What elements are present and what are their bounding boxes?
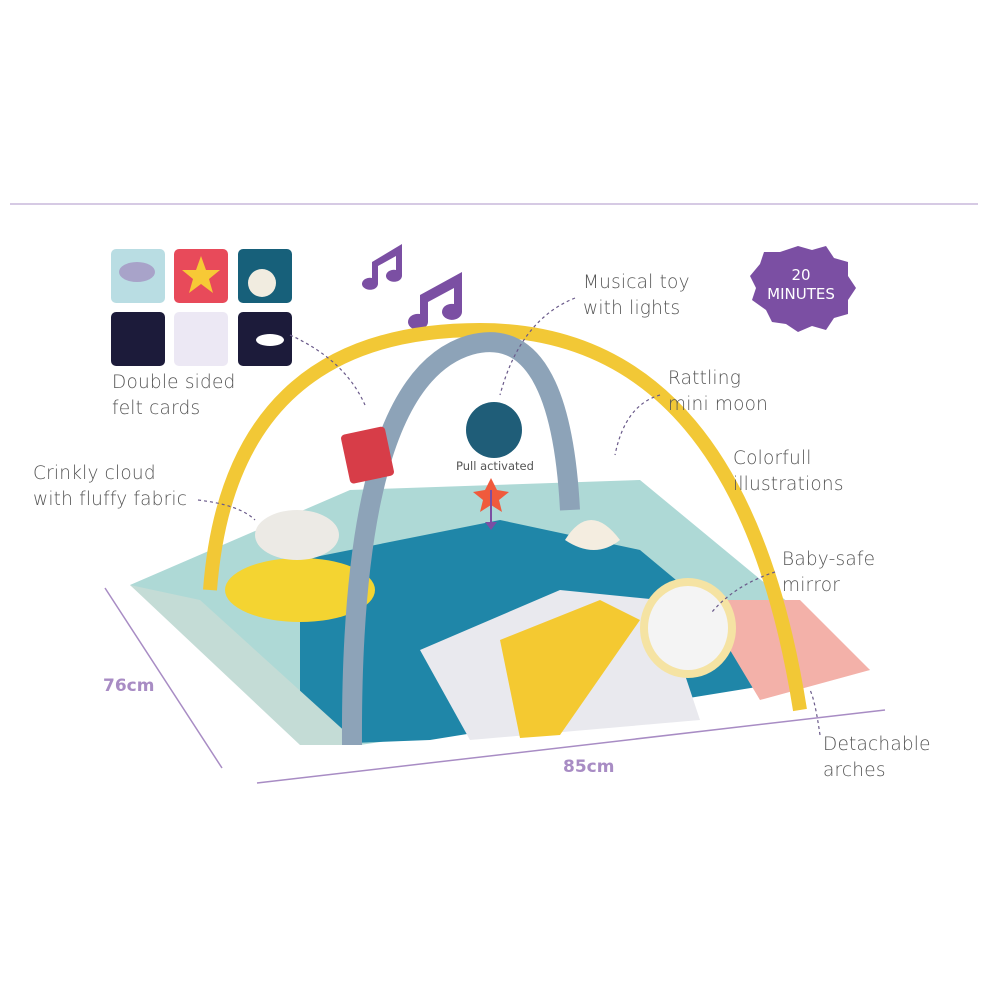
minutes-badge: 20 MINUTES bbox=[746, 266, 856, 304]
badge-number: 20 bbox=[791, 266, 811, 284]
minutes-badge-icon bbox=[750, 246, 856, 332]
label-arches: Detachable arches bbox=[823, 732, 931, 784]
label-illustrations: Colorfull illustrations bbox=[733, 446, 844, 498]
label-mirror: Baby-safe mirror bbox=[782, 547, 875, 599]
label-line: felt cards bbox=[112, 398, 201, 419]
width-dimension: 85cm bbox=[563, 757, 615, 777]
depth-dimension-line bbox=[104, 587, 223, 769]
grey-arch bbox=[341, 332, 580, 746]
leader-lines bbox=[197, 297, 821, 736]
music-notes-icon bbox=[362, 244, 462, 330]
label-line: Rattling bbox=[668, 368, 741, 389]
felt-cards bbox=[111, 249, 292, 366]
label-line: mini moon bbox=[668, 394, 769, 415]
label-line: Musical toy bbox=[583, 272, 690, 293]
depth-dimension: 76cm bbox=[103, 676, 155, 696]
label-line: Detachable bbox=[823, 734, 931, 755]
width-dimension-line bbox=[256, 709, 886, 784]
label-line: Baby-safe bbox=[782, 549, 876, 570]
label-felt-cards: Double sided felt cards bbox=[112, 370, 235, 422]
label-crinkly-cloud: Crinkly cloud with fluffy fabric bbox=[33, 461, 187, 513]
label-line: Crinkly cloud bbox=[33, 463, 156, 484]
label-pull-activated: Pull activated bbox=[456, 459, 534, 473]
label-line: with fluffy fabric bbox=[33, 489, 188, 510]
label-line: Double sided bbox=[112, 372, 236, 393]
badge-unit: MINUTES bbox=[767, 285, 835, 303]
label-line: with lights bbox=[583, 298, 681, 319]
hanging-toys bbox=[255, 402, 736, 678]
yellow-arch bbox=[203, 322, 807, 712]
label-line: mirror bbox=[782, 575, 841, 596]
label-line: Colorfull bbox=[733, 448, 812, 469]
label-line: arches bbox=[823, 760, 886, 781]
play-mat bbox=[130, 480, 870, 745]
label-line: illustrations bbox=[733, 474, 844, 495]
label-rattling-moon: Rattling mini moon bbox=[668, 366, 768, 418]
label-musical-toy: Musical toy with lights bbox=[583, 270, 690, 322]
